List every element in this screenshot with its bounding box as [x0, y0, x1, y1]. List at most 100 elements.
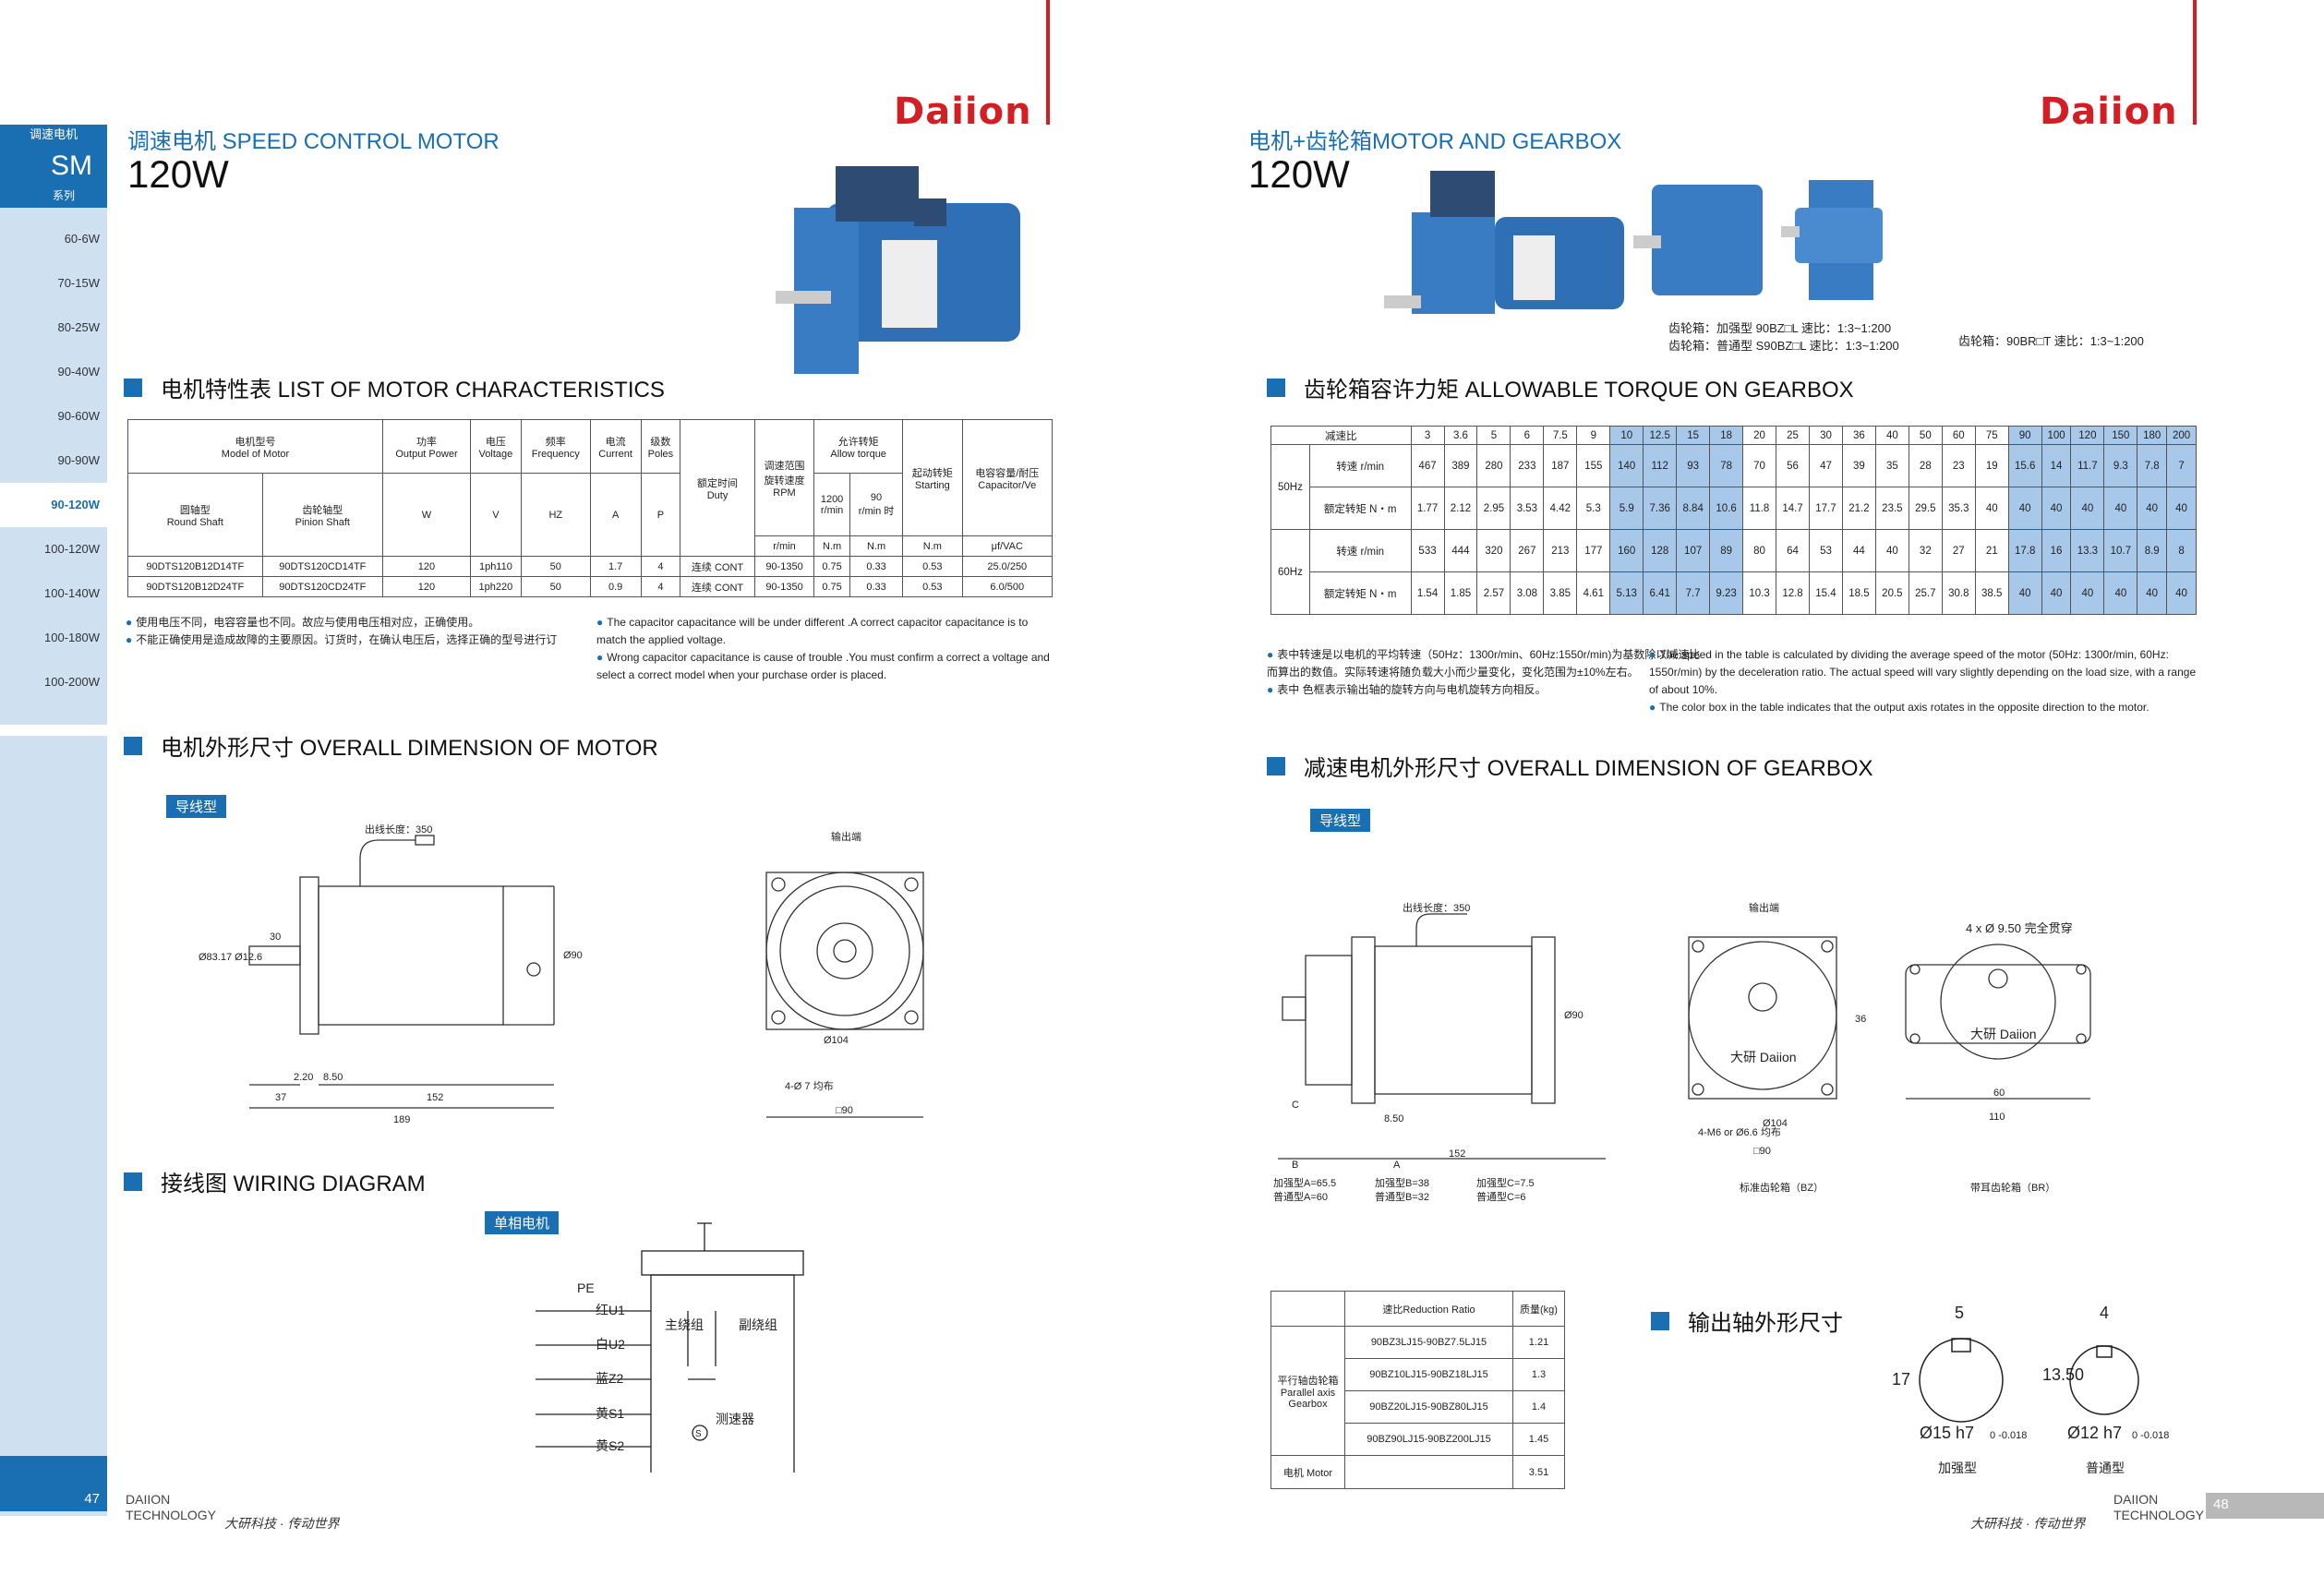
section-marker	[124, 378, 142, 397]
sidebar-item[interactable]: 100-120W	[44, 542, 100, 556]
svg-text:出线长度：350: 出线长度：350	[365, 823, 432, 836]
svg-text:4 x Ø 9.50 完全贯穿: 4 x Ø 9.50 完全贯穿	[1966, 921, 2073, 935]
svg-text:加强型: 加强型	[1938, 1461, 1977, 1475]
svg-text:Ø90: Ø90	[563, 950, 583, 961]
section-title: 减速电机外形尺寸 OVERALL DIMENSION OF GEARBOX	[1304, 756, 1873, 781]
sidebar-item[interactable]: 80-25W	[57, 320, 100, 334]
svg-text:带耳齿轮箱（BR）: 带耳齿轮箱（BR）	[1970, 1181, 2055, 1194]
section-gearbox-dimension: 减速电机外形尺寸 OVERALL DIMENSION OF GEARBOX	[1267, 750, 1873, 782]
svg-text:152: 152	[1449, 1148, 1465, 1160]
svg-text:2.20: 2.20	[294, 1072, 313, 1083]
svg-text:加强型A=65.5: 加强型A=65.5	[1273, 1176, 1336, 1189]
svg-text:红U1: 红U1	[596, 1303, 625, 1317]
section-title: 电机特性表 LIST OF MOTOR CHARACTERISTICS	[161, 378, 665, 403]
svg-text:A: A	[1393, 1160, 1401, 1171]
section-shaft: 输出轴外形尺寸	[1651, 1304, 1843, 1337]
sidebar-item[interactable]: 100-140W	[44, 586, 100, 600]
footer-slogan: 大研科技 · 传动世界	[224, 1516, 340, 1531]
svg-text:副绕组: 副绕组	[739, 1317, 777, 1332]
svg-text:60: 60	[1993, 1088, 2005, 1099]
sidebar-series: SM 系列	[0, 145, 107, 208]
series-label: 系列	[53, 189, 76, 202]
notes-en: ●The speed in the table is calculated by…	[1649, 648, 2197, 714]
sidebar-item[interactable]: 100-200W	[44, 675, 100, 689]
sidebar-item[interactable]: 60-6W	[64, 232, 100, 246]
svg-text:Ø90: Ø90	[1564, 1010, 1583, 1021]
gearbox-photos	[1384, 171, 1883, 314]
sidebar-item[interactable]: 90-90W	[57, 453, 100, 467]
sidebar-item[interactable]: 90-60W	[57, 409, 100, 423]
svg-text:152: 152	[427, 1092, 443, 1103]
svg-text:0 -0.018: 0 -0.018	[1990, 1430, 2027, 1441]
svg-text:主绕组: 主绕组	[665, 1317, 704, 1332]
series-code: SM	[51, 150, 92, 181]
power-title: 120W	[1248, 152, 1350, 196]
section-dimension: 电机外形尺寸 OVERALL DIMENSION OF MOTOR	[124, 729, 658, 762]
svg-text:测速器: 测速器	[716, 1412, 754, 1426]
svg-text:Ø104: Ø104	[824, 1035, 849, 1046]
svg-text:4-M6 or Ø6.6 均布: 4-M6 or Ø6.6 均布	[1698, 1126, 1781, 1138]
svg-text:大研 Daiion: 大研 Daiion	[1730, 1050, 1797, 1064]
section-marker	[124, 1172, 142, 1191]
svg-text:普通型C=6: 普通型C=6	[1476, 1190, 1526, 1203]
section-marker	[1267, 378, 1285, 397]
svg-text:Ø104: Ø104	[1763, 1118, 1788, 1129]
sidebar-item[interactable]: 70-15W	[57, 276, 100, 290]
section-title: 输出轴外形尺寸	[1688, 1311, 1843, 1336]
page-47: Daiion 调速电机 SM 系列 60-6W 70-15W 80-25W 90…	[0, 0, 1054, 1531]
sidebar-item-active[interactable]: 90-120W	[0, 483, 107, 527]
svg-text:加强型B=38: 加强型B=38	[1375, 1176, 1429, 1189]
svg-text:输出端: 输出端	[831, 830, 861, 843]
sidebar-item[interactable]: 90-40W	[57, 365, 100, 379]
section-characteristics: 电机特性表 LIST OF MOTOR CHARACTERISTICS	[124, 371, 665, 403]
section-title: 齿轮箱容许力矩 ALLOWABLE TORQUE ON GEARBOX	[1304, 378, 1854, 403]
svg-text:17: 17	[1892, 1370, 1910, 1389]
svg-text:标准齿轮箱（BZ）: 标准齿轮箱（BZ）	[1740, 1181, 1824, 1194]
svg-text:B: B	[1292, 1160, 1298, 1171]
svg-text:189: 189	[393, 1114, 410, 1125]
svg-text:4-Ø 7 均布: 4-Ø 7 均布	[785, 1080, 834, 1092]
category-title: 电机+齿轮箱MOTOR AND GEARBOX	[1248, 129, 1622, 154]
section-title: 电机外形尺寸 OVERALL DIMENSION OF MOTOR	[161, 736, 658, 761]
daiion-logo: Daiion	[2040, 90, 2178, 133]
sidebar-item[interactable]: 100-180W	[44, 631, 100, 644]
category-title: 调速电机 SPEED CONTROL MOTOR	[127, 129, 500, 154]
svg-text:大研 Daiion: 大研 Daiion	[1970, 1027, 2037, 1041]
page-number: 48	[2206, 1493, 2324, 1519]
single-phase-tag: 单相电机	[485, 1211, 560, 1234]
lead-type-tag: 导线型	[166, 795, 227, 818]
notes-cn: ●表中转速是以电机的平均转速（50Hz：1300r/min、60Hz:1550r…	[1267, 648, 1701, 696]
svg-text:36: 36	[1855, 1014, 1866, 1025]
svg-text:输出端: 输出端	[1749, 901, 1779, 914]
svg-text:5: 5	[1955, 1304, 1964, 1322]
svg-text:110: 110	[1989, 1112, 2005, 1123]
svg-text:Ø15 h7: Ø15 h7	[1920, 1424, 1974, 1442]
gearbox-caption-br: 齿轮箱：90BR□T 速比：1:3~1:200	[1958, 334, 2144, 348]
svg-text:8.50: 8.50	[1384, 1113, 1403, 1124]
output-shaft-drawing: 5 17 Ø15 h7 0 -0.018 4 13.50 Ø12 h7 0 -0…	[1892, 1304, 2169, 1475]
svg-text:□90: □90	[836, 1105, 853, 1116]
svg-text:C: C	[1292, 1100, 1299, 1111]
svg-text:Ø83.17 Ø12.6: Ø83.17 Ø12.6	[199, 952, 262, 963]
svg-text:□90: □90	[1753, 1146, 1771, 1157]
section-marker	[124, 736, 142, 755]
svg-text:普通型: 普通型	[2086, 1461, 2125, 1475]
notes-cn: ●使用电压不同，电容容量也不同。故应与使用电压相对应，正确使用。 ●不能正确使用…	[126, 616, 558, 646]
svg-text:13.50: 13.50	[2042, 1365, 2084, 1384]
svg-text:普通型B=32: 普通型B=32	[1375, 1190, 1429, 1203]
